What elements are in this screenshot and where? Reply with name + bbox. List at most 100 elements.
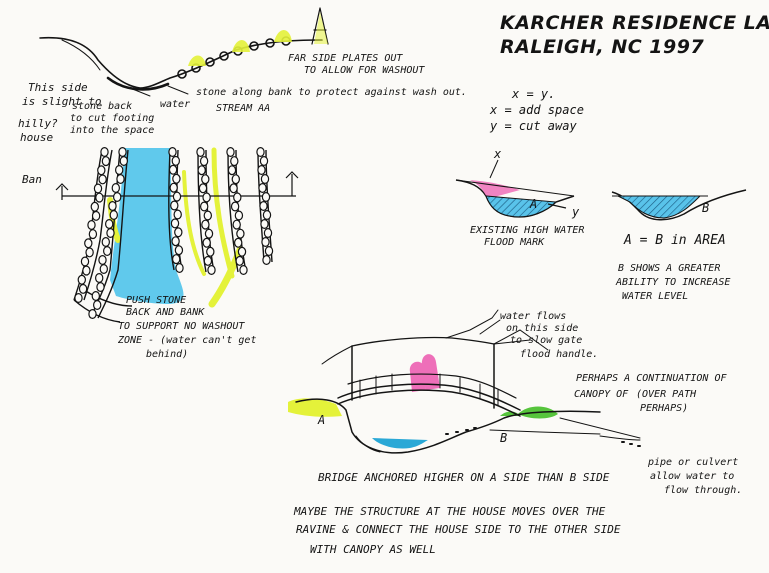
stone <box>231 174 240 185</box>
stone <box>96 282 105 293</box>
b-note-1: B SHOWS A GREATER <box>618 263 721 274</box>
stone <box>116 174 125 185</box>
stone <box>90 201 100 212</box>
stone <box>230 201 240 212</box>
stone-along-note: stone along bank to protect against wash… <box>196 87 467 98</box>
stone <box>207 265 216 276</box>
bridge-top-note-3: to slow gate <box>510 335 583 346</box>
stone <box>201 174 210 185</box>
stone <box>258 183 267 194</box>
stone <box>92 300 102 311</box>
section-a-label: A <box>530 197 538 211</box>
stone <box>261 237 270 248</box>
stone <box>262 255 271 266</box>
stone <box>82 265 91 276</box>
shrub-highlights <box>188 12 328 66</box>
stone <box>98 174 107 185</box>
title-line-1: KARCHER RESIDENCE LANDSCAPE <box>500 12 769 34</box>
stone <box>171 155 180 166</box>
stone <box>173 209 182 220</box>
stone <box>94 273 104 284</box>
water-label: water <box>160 99 191 110</box>
stone <box>98 255 107 266</box>
bridge-section <box>288 309 641 454</box>
cut-section-b <box>611 189 747 221</box>
stone <box>78 283 88 294</box>
stone <box>199 156 209 167</box>
stone <box>233 192 242 203</box>
stone <box>91 291 101 302</box>
stone <box>172 173 181 184</box>
bridge-top-note-2: on this side <box>506 323 579 334</box>
canopy-note-3: (OVER PATH <box>636 389 697 400</box>
stone <box>109 210 119 221</box>
stone <box>108 201 117 212</box>
stone <box>169 182 178 193</box>
pipe-note-3: flow through. <box>664 485 743 496</box>
stone <box>119 156 129 167</box>
stone <box>111 183 121 194</box>
left-note-3: hilly? <box>18 117 58 130</box>
stone-back-note-3: into the space <box>70 125 155 136</box>
stone <box>101 237 111 248</box>
stone <box>171 236 180 247</box>
plan-note-5: behind) <box>146 349 189 360</box>
pipe-note-2: allow water to <box>650 471 735 482</box>
left-note-2: is slight to <box>22 95 102 108</box>
stone-back-note-1: stone back <box>72 101 133 112</box>
stone <box>84 238 93 249</box>
bridge-a-label: A <box>318 413 326 427</box>
stone <box>91 210 101 221</box>
stone <box>264 246 274 257</box>
stone <box>168 164 178 175</box>
stone <box>101 156 111 167</box>
stone <box>204 228 214 239</box>
stone <box>229 183 238 194</box>
stone <box>260 174 270 185</box>
stone <box>171 254 181 265</box>
stone <box>197 165 206 176</box>
bottom-note-3: WITH CANOPY AS WELL <box>310 543 436 556</box>
plan-note-4: ZONE - (water can't get <box>118 335 257 346</box>
stone <box>260 219 269 230</box>
stone <box>256 147 265 158</box>
stone <box>97 165 106 176</box>
stone <box>257 165 266 176</box>
stone <box>172 191 182 202</box>
canopy-note-4: PERHAPS) <box>640 403 689 414</box>
far-side-note-1: FAR SIDE PLATES OUT <box>288 53 403 64</box>
stone <box>262 210 272 221</box>
plan-note-1: PUSH STONE <box>126 295 187 306</box>
stone <box>203 210 212 221</box>
bridge-top-note-1: water flows <box>500 311 567 322</box>
stone <box>196 147 205 158</box>
stone <box>102 246 112 257</box>
stone <box>226 147 235 158</box>
stone <box>77 274 87 285</box>
stone <box>87 220 96 231</box>
stone <box>88 309 97 320</box>
formula-y-label: y <box>572 205 580 219</box>
stream-plan-view <box>55 147 299 323</box>
bridge-top-note-4: flood handle. <box>520 349 599 360</box>
stone <box>104 219 114 230</box>
stone <box>234 210 244 221</box>
stone <box>259 156 269 167</box>
bottom-note-1: MAYBE THE STRUCTURE AT THE HOUSE MOVES O… <box>294 505 606 518</box>
stone <box>206 246 215 257</box>
stone <box>170 200 179 211</box>
stone <box>88 229 98 240</box>
stone <box>230 156 239 167</box>
stone <box>202 192 211 203</box>
formula-line-1: x = y. <box>512 87 556 101</box>
stone <box>168 147 177 158</box>
canopy-note-2: CANOPY OF <box>574 389 629 400</box>
b-note-3: WATER LEVEL <box>622 291 689 302</box>
stone <box>74 293 83 304</box>
stone <box>85 247 94 258</box>
title-line-2: RALEIGH, NC 1997 <box>500 36 705 58</box>
stone <box>95 192 104 203</box>
area-note: A = B in AREA <box>624 233 726 248</box>
